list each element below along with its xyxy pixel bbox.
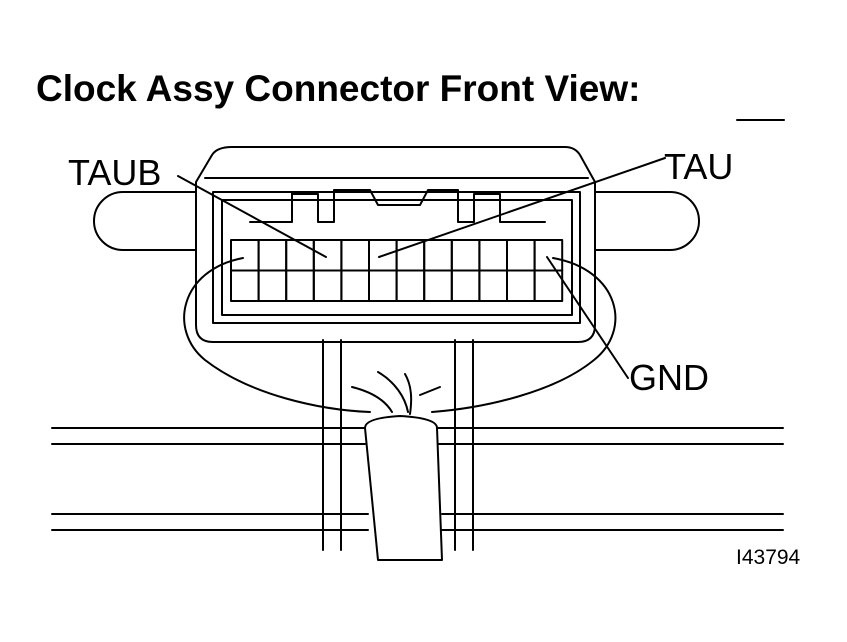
left-tab <box>93 191 197 251</box>
leader-tau <box>378 157 666 258</box>
pin-cavity <box>478 269 508 302</box>
wire-harness <box>364 415 443 561</box>
pin-cavity <box>506 239 536 272</box>
pin-cavity <box>395 269 426 302</box>
wire-loop-left <box>183 257 371 413</box>
pin-cavity <box>312 269 343 302</box>
pin-cavity <box>533 269 564 302</box>
pin-cavity <box>423 269 453 302</box>
pin-cavity <box>450 239 481 272</box>
pin-grid <box>230 239 564 302</box>
pin-cavity <box>257 239 288 272</box>
pin-cavity <box>340 269 370 302</box>
pin-cavity <box>230 269 260 302</box>
pin-cavity <box>312 239 343 272</box>
diagram-title: Clock Assy Connector Front View: <box>36 68 641 109</box>
pin-cavity <box>506 269 536 302</box>
pin-cavity <box>395 239 426 272</box>
leader-gnd <box>546 256 629 379</box>
pin-cavity <box>423 239 453 272</box>
right-tab <box>594 191 700 251</box>
pin-cavity <box>285 239 315 272</box>
figure-id: I43794 <box>736 546 801 569</box>
pin-cavity <box>450 269 481 302</box>
pin-cavity <box>340 239 370 272</box>
pin-cavity <box>257 269 288 302</box>
label-taub: TAUB <box>68 152 162 193</box>
vertical-rods <box>322 339 474 551</box>
leader-taub <box>177 175 327 258</box>
pin-cavity <box>230 239 260 272</box>
pin-cavity <box>368 269 398 302</box>
pin-cavity <box>285 269 315 302</box>
wire-loop-right <box>431 257 617 413</box>
leader-lines <box>177 157 666 379</box>
label-gnd: GND <box>629 357 709 398</box>
pin-cavity <box>478 239 508 272</box>
horizontal-wires <box>51 427 784 531</box>
wire-strands <box>351 371 441 415</box>
label-tau: TAU <box>664 146 734 187</box>
pin-cavity <box>533 239 564 272</box>
